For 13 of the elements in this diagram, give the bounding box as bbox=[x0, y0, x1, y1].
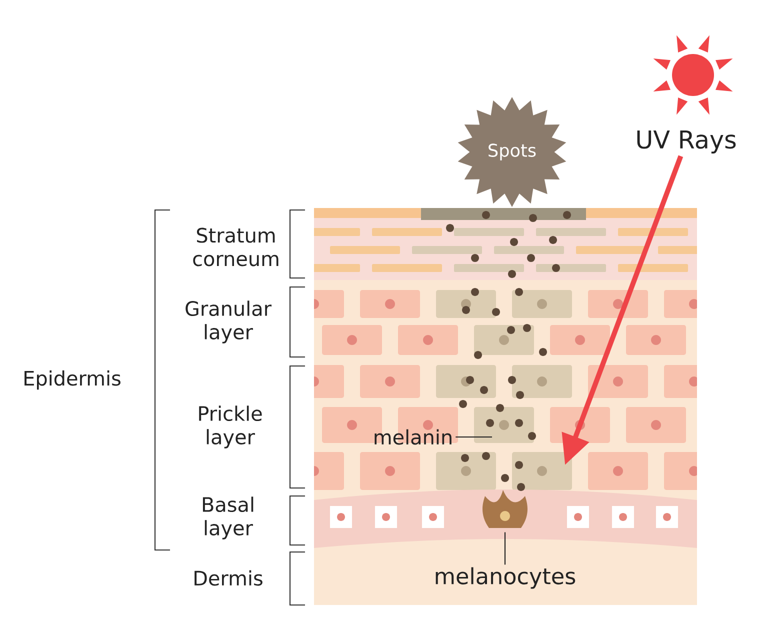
leader-line bbox=[504, 532, 506, 565]
layer-label: Epidermis bbox=[24, 370, 120, 390]
layer-label: Prickle layer bbox=[199, 406, 262, 448]
layer-label: Stratum corneum bbox=[193, 228, 278, 266]
melanin-label: melanin bbox=[374, 429, 452, 445]
layer-label: Granular layer bbox=[186, 300, 272, 344]
layer-label: Basal layer bbox=[202, 496, 254, 540]
spots-starburst: Spots bbox=[458, 97, 566, 207]
melanocytes-label: melanocytes bbox=[436, 567, 576, 589]
uv-rays-label: UV Rays bbox=[637, 130, 736, 154]
layer-label: Dermis bbox=[194, 570, 262, 586]
leader-line bbox=[456, 436, 492, 438]
melanocyte-drawing bbox=[482, 490, 528, 528]
